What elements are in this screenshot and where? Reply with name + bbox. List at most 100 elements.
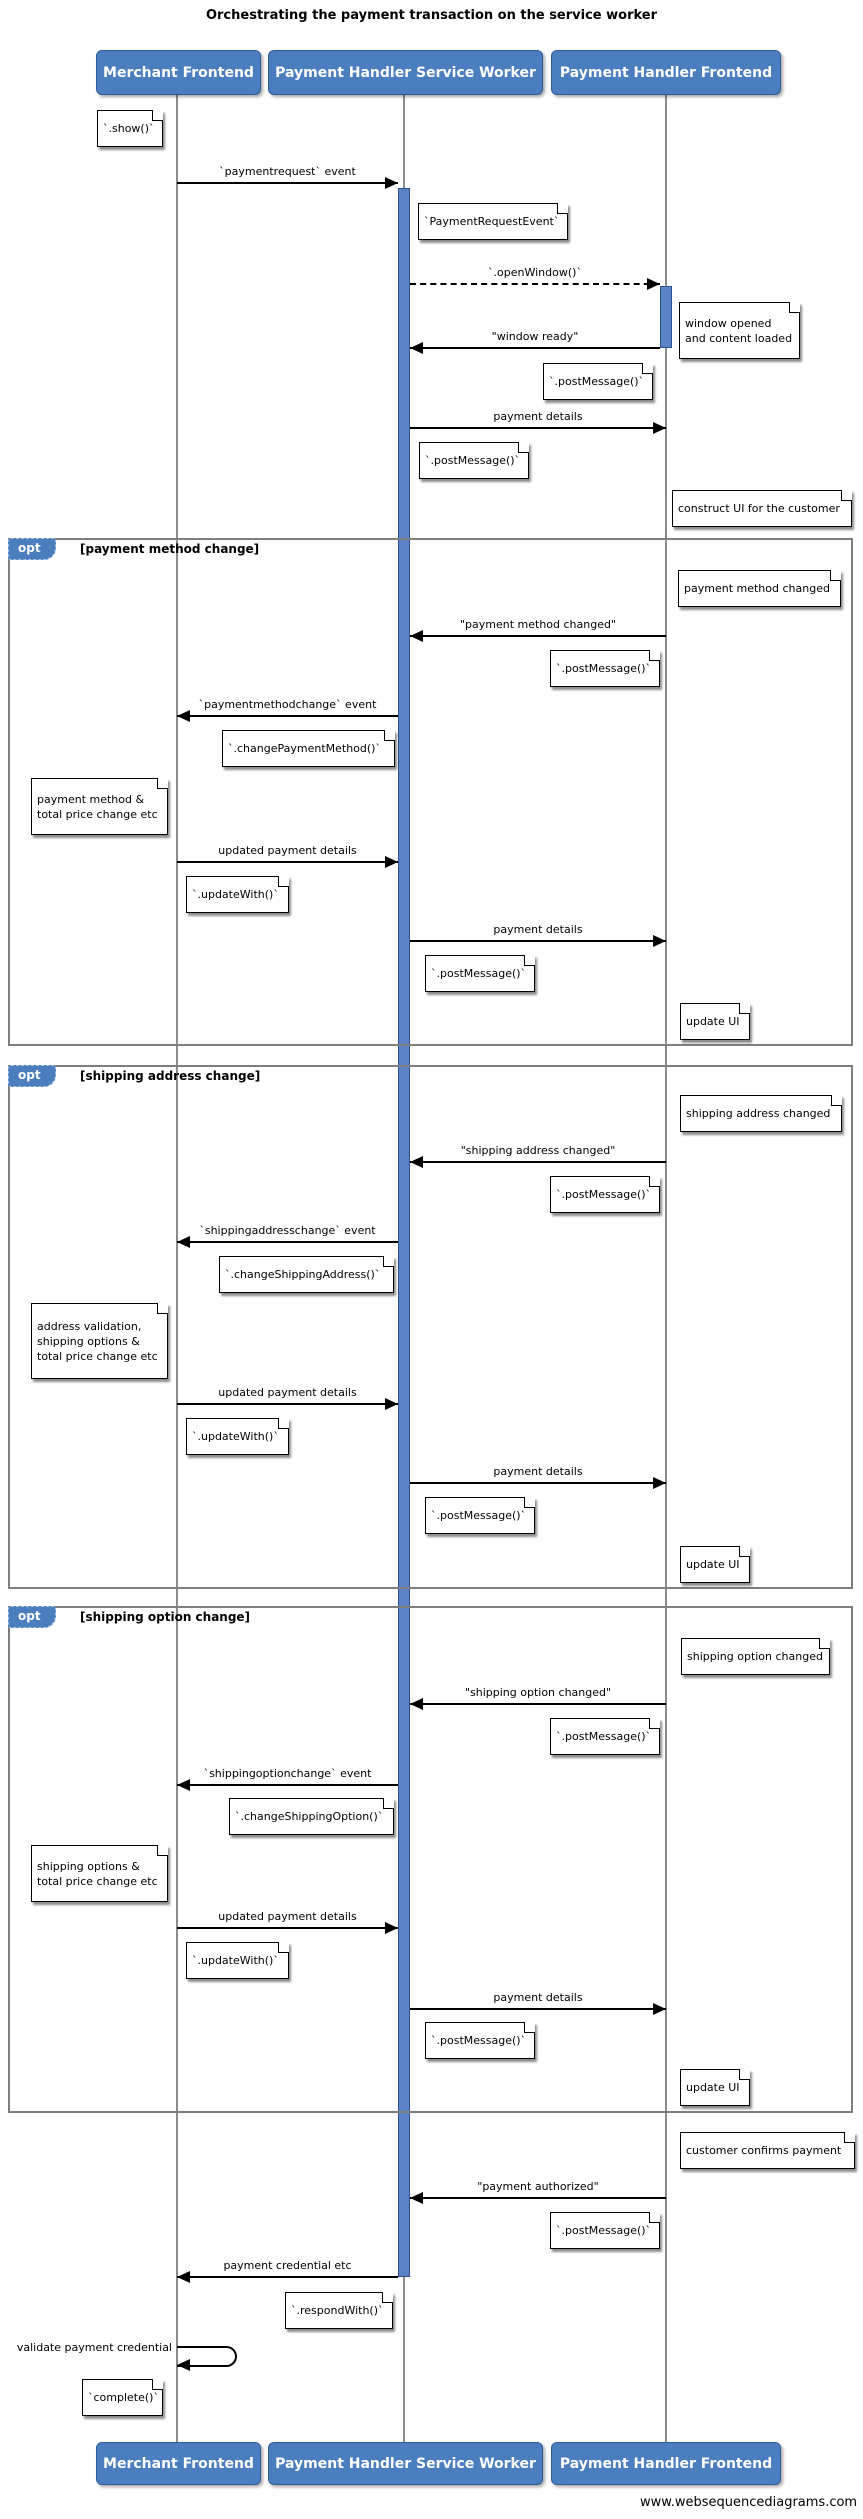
note-line: total price change etc bbox=[37, 1349, 158, 1363]
note-line: total price change etc bbox=[37, 807, 158, 821]
message-label-shipping-option-changed: "shipping option changed" bbox=[464, 1686, 612, 1699]
lifeline-payment-handler-frontend bbox=[665, 93, 667, 2442]
note-body: `PaymentRequestEvent` bbox=[418, 203, 568, 240]
activation-bar-2 bbox=[660, 286, 672, 348]
message-line-payment-details bbox=[410, 2008, 666, 2010]
note-body: `.updateWith()` bbox=[186, 1942, 289, 1979]
message-line-payment-method-changed bbox=[410, 635, 666, 637]
note-body: `complete()` bbox=[82, 2379, 163, 2416]
message-arrowhead bbox=[653, 422, 666, 434]
message-arrowhead bbox=[177, 1779, 190, 1791]
note-line: update UI bbox=[686, 1015, 740, 1028]
participant-top-payment-handler-service-worker: Payment Handler Service Worker bbox=[268, 50, 543, 95]
message-line-updated-payment-details bbox=[177, 1927, 398, 1929]
note-respondwith: `.respondWith()` bbox=[285, 2292, 393, 2329]
note-body: address validation,shipping options &tot… bbox=[31, 1303, 168, 1379]
note-body: `.postMessage()` bbox=[550, 1176, 660, 1213]
note-fold-corner bbox=[831, 1095, 842, 1106]
note-changeshippingaddress: `.changeShippingAddress()` bbox=[219, 1256, 394, 1293]
note-fold-corner bbox=[649, 1176, 660, 1187]
note-fold-corner bbox=[157, 1303, 168, 1314]
note-line: shipping address changed bbox=[686, 1107, 831, 1120]
note-fold-corner bbox=[642, 363, 653, 374]
message-arrowhead bbox=[410, 2192, 423, 2204]
note-fold-corner bbox=[518, 442, 529, 453]
message-arrowhead bbox=[177, 2271, 190, 2283]
note-line: `PaymentRequestEvent` bbox=[424, 215, 560, 228]
message-line-payment-details bbox=[410, 427, 666, 429]
message-line-payment-credential-etc bbox=[177, 2276, 398, 2278]
note-body: customer confirms payment bbox=[680, 2132, 855, 2169]
note-fold-corner bbox=[278, 1418, 289, 1429]
note-fold-corner bbox=[278, 1942, 289, 1953]
message-label-validate-payment-credential: validate payment credential bbox=[16, 2341, 172, 2354]
message-label-payment-details: payment details bbox=[493, 923, 583, 936]
note-postmessage: `.postMessage()` bbox=[425, 955, 535, 992]
note-line: `.show()` bbox=[103, 122, 155, 135]
note-line: `.changeShippingOption()` bbox=[235, 1810, 384, 1823]
note-fold-corner bbox=[557, 203, 568, 214]
note-fold-corner bbox=[383, 1256, 394, 1267]
self-message-loop bbox=[177, 2346, 237, 2367]
note-body: payment method changed bbox=[678, 570, 841, 607]
note-line: `.postMessage()` bbox=[431, 1509, 527, 1522]
note-line: customer confirms payment bbox=[686, 2144, 842, 2157]
opt-frame-shipping-address-change: opt bbox=[8, 1065, 853, 1589]
participant-top-payment-handler-frontend: Payment Handler Frontend bbox=[551, 50, 781, 95]
note-postmessage: `.postMessage()` bbox=[425, 1497, 535, 1534]
note-line: window opened bbox=[685, 316, 772, 330]
note-fold-corner bbox=[157, 1845, 168, 1856]
note-body: `.postMessage()` bbox=[550, 2212, 660, 2249]
note-postmessage: `.postMessage()` bbox=[543, 363, 653, 400]
note-body: `.changePaymentMethod()` bbox=[222, 730, 395, 767]
message-line-payment-authorized bbox=[410, 2197, 666, 2199]
message-line-openwindow bbox=[410, 283, 660, 285]
note-line: address validation, bbox=[37, 1319, 142, 1333]
note-complete: `complete()` bbox=[82, 2379, 163, 2416]
message-arrowhead bbox=[653, 1477, 666, 1489]
message-line-paymentmethodchange-event bbox=[177, 715, 398, 717]
note-body: update UI bbox=[680, 2069, 750, 2106]
message-label-paymentmethodchange-event: `paymentmethodchange` event bbox=[198, 698, 377, 711]
note-body: `.updateWith()` bbox=[186, 876, 289, 913]
message-line-updated-payment-details bbox=[177, 1403, 398, 1405]
note-line: update UI bbox=[686, 1558, 740, 1571]
opt-label: opt bbox=[8, 538, 56, 560]
note-line: `.postMessage()` bbox=[556, 2224, 652, 2237]
note-fold-corner bbox=[649, 1718, 660, 1729]
note-body: `.postMessage()` bbox=[550, 1718, 660, 1755]
note-body: `.updateWith()` bbox=[186, 1418, 289, 1455]
message-label-payment-method-changed: "payment method changed" bbox=[459, 618, 617, 631]
note-line: total price change etc bbox=[37, 1874, 158, 1888]
note-line: shipping options & bbox=[37, 1859, 140, 1873]
note-body: `.postMessage()` bbox=[425, 1497, 535, 1534]
message-label-paymentrequest-event: `paymentrequest` event bbox=[219, 165, 356, 178]
message-arrowhead bbox=[653, 935, 666, 947]
message-label-shippingoptionchange-event: `shippingoptionchange` event bbox=[203, 1767, 372, 1780]
message-line-updated-payment-details bbox=[177, 861, 398, 863]
note-line: `.postMessage()` bbox=[431, 2034, 527, 2047]
message-label-openwindow: `.openWindow()` bbox=[488, 266, 582, 279]
message-arrowhead bbox=[385, 177, 398, 189]
note-fold-corner bbox=[789, 302, 800, 313]
note-body: payment method &total price change etc bbox=[31, 778, 168, 835]
message-arrowhead bbox=[177, 2359, 190, 2371]
opt-label: opt bbox=[8, 1065, 56, 1087]
note-line: `.respondWith()` bbox=[291, 2304, 384, 2317]
participant-bottom-payment-handler-frontend: Payment Handler Frontend bbox=[551, 2442, 781, 2485]
note-line: and content loaded bbox=[685, 331, 793, 345]
note-body: shipping address changed bbox=[680, 1095, 842, 1132]
note-updatewith: `.updateWith()` bbox=[186, 1942, 289, 1979]
message-line-payment-details bbox=[410, 940, 666, 942]
note-fold-corner bbox=[524, 2022, 535, 2033]
note-shipping-address-changed: shipping address changed bbox=[680, 1095, 842, 1132]
note-fold-corner bbox=[819, 1638, 830, 1649]
note-body: shipping option changed bbox=[681, 1638, 830, 1675]
note-line: `complete()` bbox=[88, 2391, 159, 2404]
note-body: `.postMessage()` bbox=[543, 363, 653, 400]
message-line-paymentrequest-event bbox=[177, 182, 398, 184]
note-postmessage: `.postMessage()` bbox=[550, 1718, 660, 1755]
note-body: `.changeShippingAddress()` bbox=[219, 1256, 394, 1293]
